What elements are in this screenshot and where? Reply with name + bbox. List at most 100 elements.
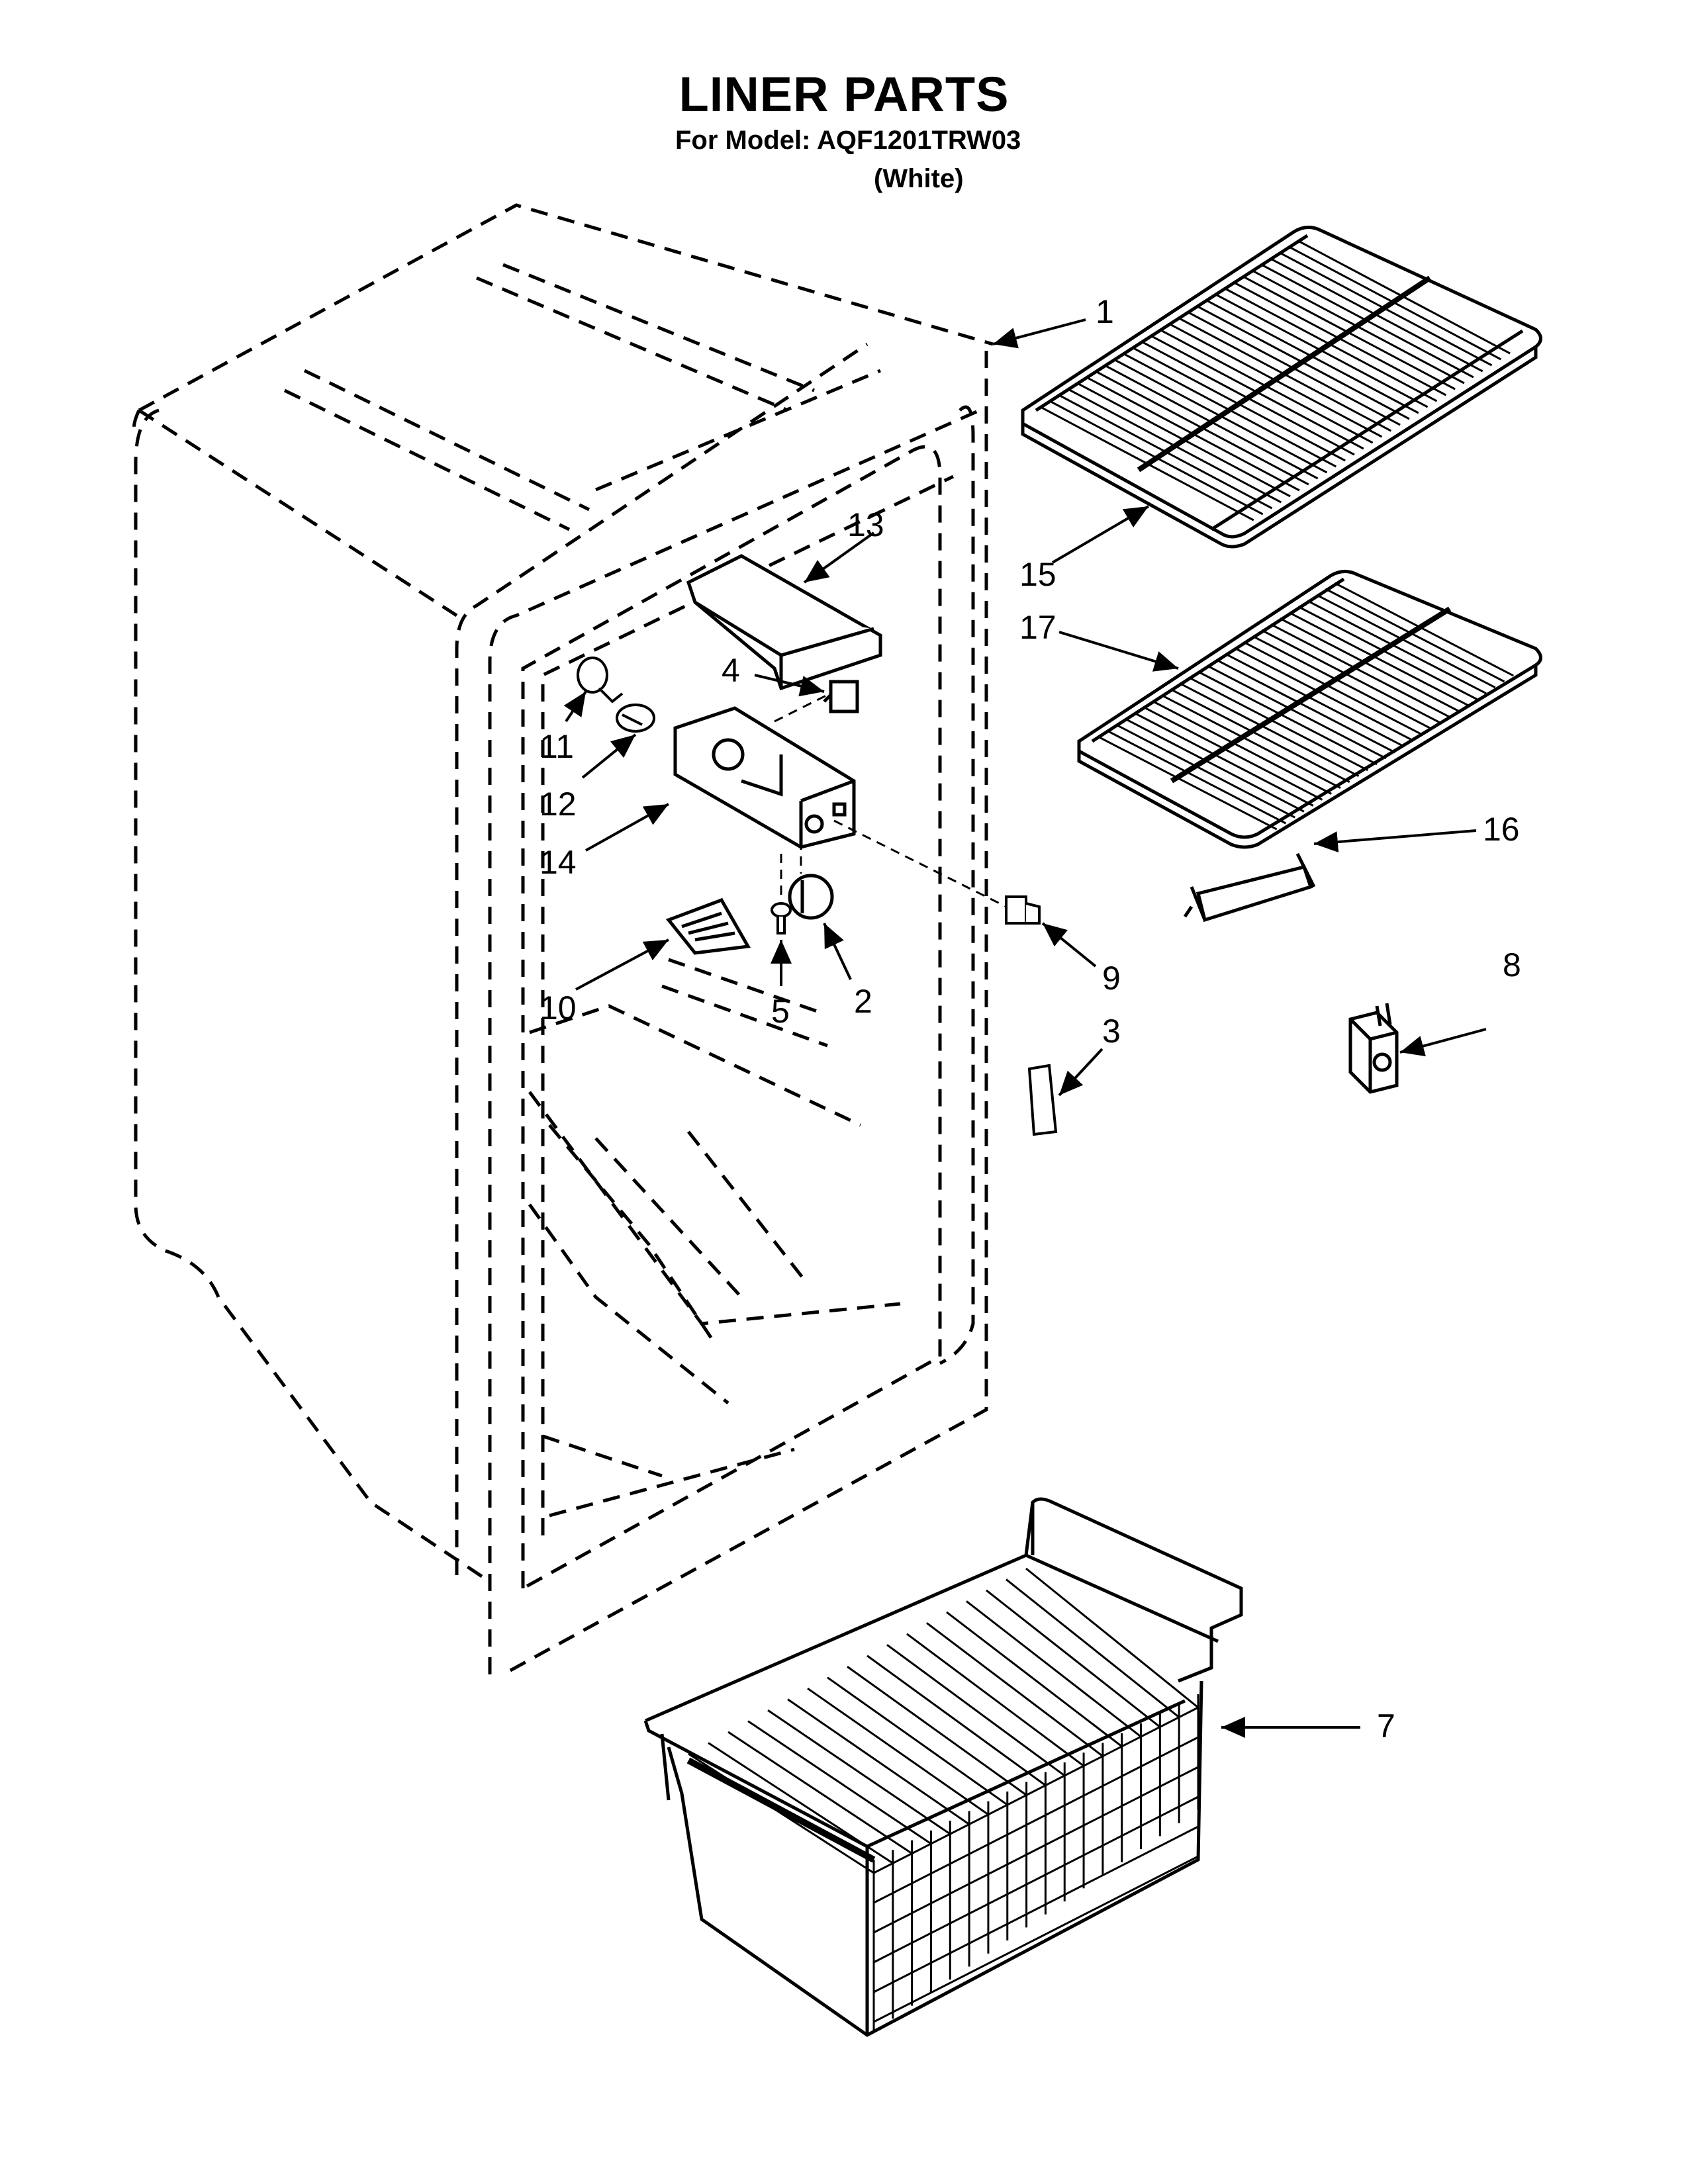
shelf-wire bbox=[1170, 688, 1350, 783]
shelf-wire bbox=[1243, 641, 1423, 736]
basket-wire bbox=[827, 1676, 1008, 1806]
shelf-wire bbox=[1078, 383, 1291, 498]
control-knob bbox=[788, 874, 834, 920]
basket-wire bbox=[727, 1731, 913, 1854]
shelf-wire bbox=[1233, 281, 1447, 396]
light-cover bbox=[686, 554, 882, 691]
shelf-wire bbox=[1261, 263, 1474, 379]
wire-connector bbox=[1005, 895, 1041, 925]
leader-lines bbox=[563, 318, 1487, 1738]
shelf-wire bbox=[1288, 246, 1502, 361]
rating-label bbox=[1027, 1064, 1058, 1136]
shelf-wire bbox=[1096, 371, 1309, 486]
shelf-wire bbox=[1143, 706, 1323, 801]
shelf-wire bbox=[1169, 323, 1383, 438]
shelf-upper-wires bbox=[1041, 240, 1511, 522]
basket-wire bbox=[807, 1687, 989, 1815]
shelf-wire bbox=[1215, 659, 1396, 754]
callout-9: 9 bbox=[1102, 960, 1121, 997]
shelf-wire bbox=[1125, 717, 1305, 813]
basket-wire bbox=[747, 1720, 932, 1845]
shelf-wire bbox=[1068, 388, 1282, 504]
shelf-wire bbox=[1234, 647, 1414, 742]
shelf-wire bbox=[1152, 700, 1332, 795]
callout-13: 13 bbox=[847, 506, 884, 543]
shelf-wire bbox=[1041, 406, 1254, 522]
shelf-wire bbox=[1106, 729, 1287, 825]
callout-2: 2 bbox=[854, 983, 872, 1020]
freezer-liner bbox=[132, 203, 994, 1676]
shelf-wire bbox=[1098, 735, 1278, 831]
callout-16: 16 bbox=[1483, 811, 1520, 848]
shelf-wire bbox=[1297, 240, 1511, 355]
shelf-wire bbox=[1115, 723, 1295, 819]
callout-5: 5 bbox=[771, 993, 790, 1030]
shelf-wire bbox=[1316, 594, 1496, 689]
callout-15: 15 bbox=[1019, 556, 1056, 593]
callout-11: 11 bbox=[539, 728, 574, 765]
shelf-wire bbox=[1280, 617, 1460, 712]
shelf-wire bbox=[1114, 359, 1328, 474]
shelf-wire bbox=[1059, 394, 1273, 510]
thermostat bbox=[1348, 1003, 1399, 1094]
shelf-wire bbox=[1142, 341, 1355, 456]
basket-wire bbox=[873, 1706, 1199, 1874]
basket-wire bbox=[873, 1825, 1199, 1993]
shelf-wire bbox=[1325, 588, 1505, 683]
freezer-basket bbox=[643, 1497, 1243, 2037]
shelf-wire bbox=[1133, 347, 1346, 462]
basket-wire bbox=[1006, 1578, 1180, 1718]
basket-wire bbox=[847, 1666, 1027, 1796]
basket-wire bbox=[873, 1796, 1199, 1964]
shelf-wire bbox=[1105, 365, 1319, 480]
basket-wire bbox=[873, 1855, 1199, 2023]
callout-12: 12 bbox=[539, 786, 577, 823]
light-switch bbox=[823, 680, 859, 713]
callout-4: 4 bbox=[722, 652, 740, 689]
shelf-wire bbox=[1243, 275, 1456, 390]
shelf-wire bbox=[1188, 311, 1401, 426]
light-housing bbox=[673, 706, 856, 849]
shelf-wire bbox=[1188, 676, 1368, 772]
basket-wire bbox=[867, 1655, 1047, 1786]
shelf-wire bbox=[1197, 305, 1410, 420]
shelf-wire bbox=[1224, 287, 1438, 402]
shelf-wire bbox=[1270, 623, 1450, 718]
basket-wire bbox=[966, 1600, 1142, 1738]
basket-wire bbox=[906, 1633, 1084, 1767]
callout-7: 7 bbox=[1377, 1707, 1395, 1745]
shelf-wire bbox=[1207, 664, 1387, 760]
shelf-wire bbox=[1197, 670, 1378, 766]
shelf-wire bbox=[1179, 682, 1360, 778]
shelf-wire bbox=[1151, 335, 1364, 450]
light-bulb bbox=[577, 657, 624, 704]
basket-wire bbox=[886, 1644, 1066, 1777]
basket-wire bbox=[708, 1742, 894, 1864]
basket-wire bbox=[946, 1611, 1123, 1748]
callout-17: 17 bbox=[1019, 609, 1056, 646]
callout-14: 14 bbox=[539, 844, 577, 881]
callout-8: 8 bbox=[1503, 946, 1521, 983]
basket-wire bbox=[787, 1698, 970, 1825]
basket-wire bbox=[688, 1752, 874, 1874]
basket-wire bbox=[926, 1622, 1103, 1757]
callout-numbers: 1 13 15 17 4 11 12 14 16 8 9 3 10 5 2 7 bbox=[539, 293, 1521, 1745]
shelf-lower-wires bbox=[1098, 582, 1514, 831]
shelf-wire bbox=[1134, 712, 1314, 807]
shelf-wire bbox=[1307, 600, 1487, 695]
screw bbox=[771, 902, 792, 934]
shelf-wire bbox=[1297, 606, 1477, 700]
basket-wire bbox=[1025, 1567, 1199, 1709]
shelf-wire bbox=[1206, 299, 1419, 414]
shelf-wire bbox=[1160, 329, 1374, 444]
callout-10: 10 bbox=[539, 989, 577, 1026]
shelf-wire bbox=[1288, 612, 1469, 706]
assembly-lines bbox=[774, 694, 1007, 908]
shelf-wire bbox=[1161, 694, 1341, 789]
shelf-wire bbox=[1270, 257, 1483, 373]
basket-wires bbox=[688, 1567, 1199, 2032]
basket-wire bbox=[873, 1736, 1199, 1904]
light-socket bbox=[616, 704, 655, 733]
model-line: For Model: AQF1201TRW03 bbox=[675, 126, 1021, 155]
